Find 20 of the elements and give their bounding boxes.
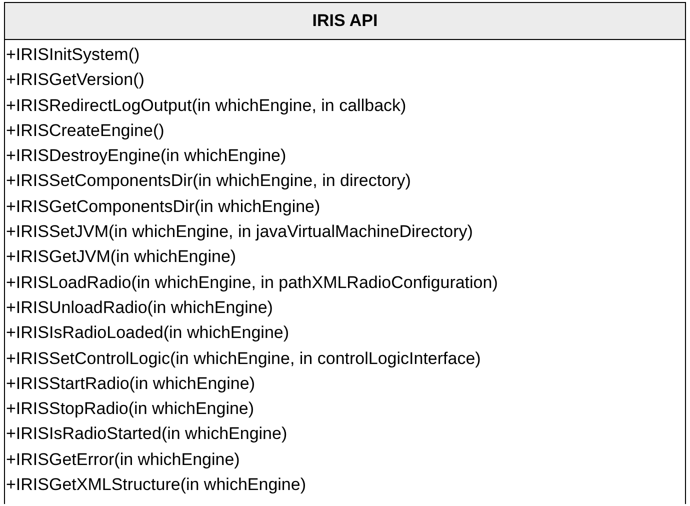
method-signature: +IRISStartRadio(in whichEngine) — [5, 372, 255, 395]
method-signature: +IRISUnloadRadio(in whichEngine) — [5, 296, 273, 319]
method-signature: +IRISGetJVM(in whichEngine) — [5, 246, 236, 268]
method-signature: +IRISGetVersion() — [5, 69, 144, 92]
method-signature: +IRISSetComponentsDir(in whichEngine, in directory) — [5, 170, 411, 192]
method-signature: +IRISSetControlLogic(in whichEngine, in controlLogicInterface) — [5, 348, 481, 370]
method-signature: +IRISIsRadioLoaded(in whichEngine) — [5, 322, 290, 344]
method-signature: +IRISGetError(in whichEngine) — [5, 448, 240, 471]
class-box — [4, 2, 686, 504]
method-signature: +IRISRedirectLogOutput(in whichEngine, in callback) — [5, 94, 406, 117]
method-signature: +IRISStopRadio(in whichEngine) — [5, 398, 254, 420]
method-signature: +IRISGetXMLStructure(in whichEngine) — [5, 474, 306, 496]
method-signature: +IRISCreateEngine() — [5, 120, 164, 142]
method-signature: +IRISIsRadioStarted(in whichEngine) — [5, 423, 288, 446]
method-signature: +IRISSetJVM(in whichEngine, in javaVirtualMachineDirectory) — [5, 221, 473, 244]
method-signature: +IRISInitSystem() — [5, 44, 140, 66]
method-signature: +IRISDestroyEngine(in whichEngine) — [5, 145, 286, 168]
method-signature: +IRISGetComponentsDir(in whichEngine) — [5, 196, 320, 218]
class-name: IRIS API — [5, 3, 685, 40]
method-signature: +IRISLoadRadio(in whichEngine, in pathXMLRadioConfiguration) — [5, 272, 498, 294]
